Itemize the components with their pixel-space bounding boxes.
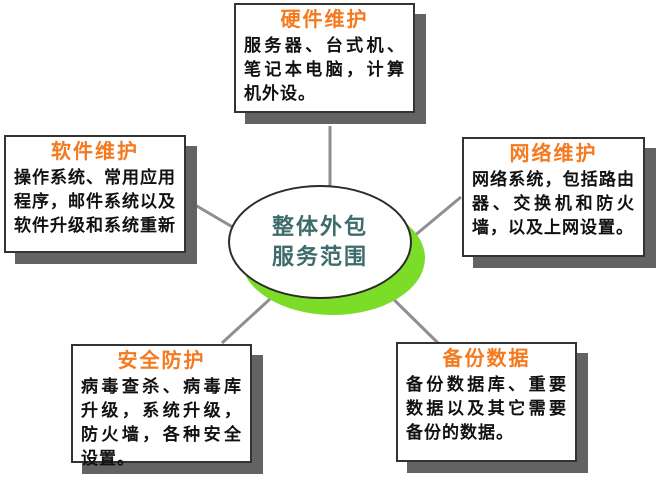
node-network-title: 网络维护: [509, 143, 598, 165]
node-software-body: 操作系统、常用应用程序，邮件系统以及软件升级和系统重新: [14, 168, 176, 235]
node-security-protection: 安全防护 病毒查杀、病毒库升级，系统升级，防火墙，各种安全设置。: [71, 344, 252, 468]
node-network-body: 网络系统，包括路由器、交换机和防火墙，以及上网设置。: [472, 170, 635, 237]
node-software-title: 软件维护: [51, 141, 139, 163]
node-backup-data: 备份数据 备份数据库、重要数据以及其它需要备份的数据。: [396, 342, 577, 462]
node-network-maintenance: 网络维护 网络系统，包括路由器、交换机和防火墙，以及上网设置。: [462, 137, 645, 257]
node-security-body: 病毒查杀、病毒库升级，系统升级，防火墙，各种安全设置。: [81, 377, 242, 468]
center-topic-line2: 服务范围: [271, 244, 368, 269]
connector-backup: [380, 286, 440, 345]
node-hardware-body: 服务器、台式机、笔记本电脑，计算机外设。: [244, 36, 405, 103]
node-hardware-maintenance: 硬件维护 服务器、台式机、笔记本电脑，计算机外设。: [234, 3, 415, 113]
node-hardware-title: 硬件维护: [280, 9, 369, 31]
node-software-maintenance: 软件维护 操作系统、常用应用程序，邮件系统以及软件升级和系统重新: [4, 135, 186, 253]
connector-security: [220, 286, 284, 345]
center-topic-line1: 整体外包: [271, 214, 368, 239]
node-backup-title: 备份数据: [442, 348, 531, 370]
node-security-title: 安全防护: [117, 350, 206, 372]
node-backup-body: 备份数据库、重要数据以及其它需要备份的数据。: [406, 375, 567, 442]
center-topic-ellipse: 整体外包 服务范围: [228, 185, 412, 299]
